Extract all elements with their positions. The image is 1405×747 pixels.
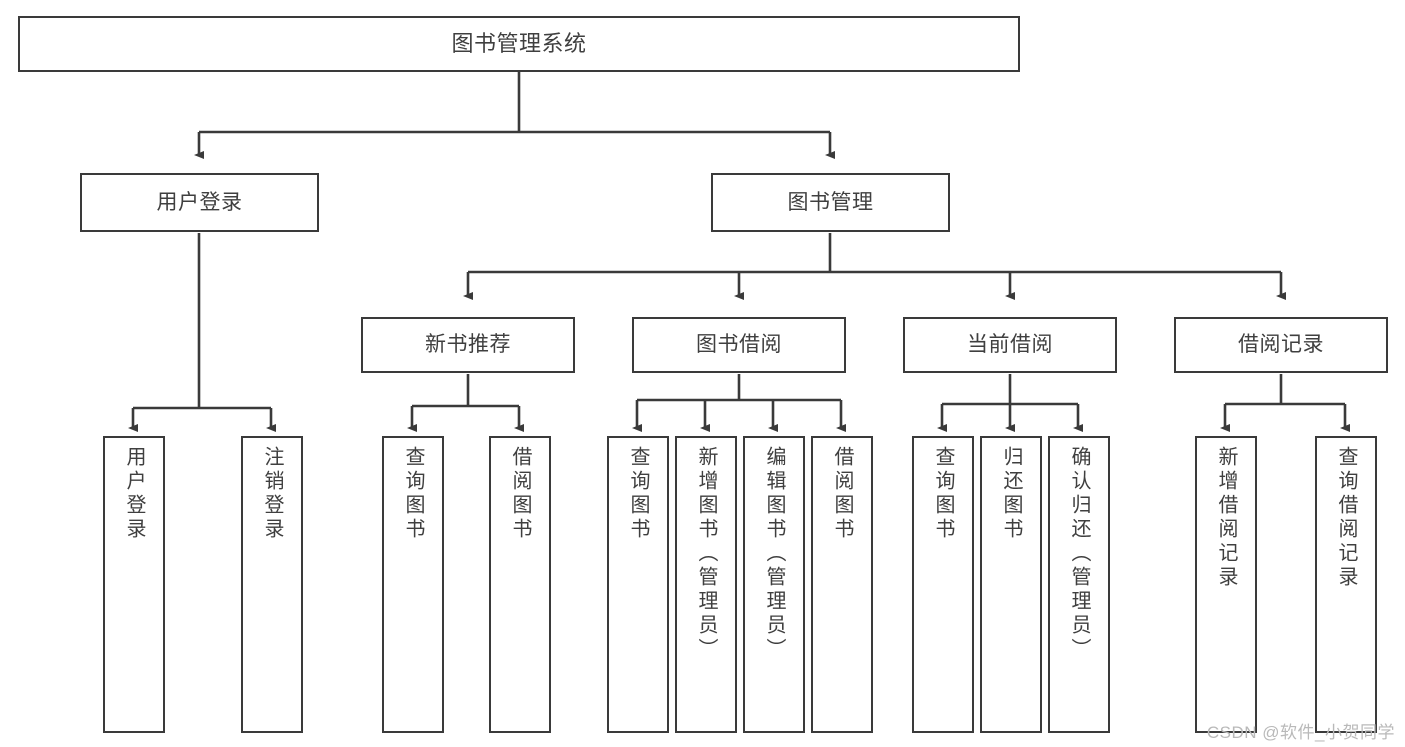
- leaf-label: 确认归还（管理员）: [1068, 446, 1090, 662]
- leaf-current-borrow-return[interactable]: 归还图书: [980, 436, 1042, 733]
- leaf-label: 新增图书（管理员）: [695, 446, 717, 662]
- leaf-user-login-login[interactable]: 用户登录: [103, 436, 165, 733]
- leaf-borrow-records-query[interactable]: 查询借阅记录: [1315, 436, 1377, 733]
- leaf-book-borrow-add[interactable]: 新增图书（管理员）: [675, 436, 737, 733]
- leaf-current-borrow-confirm[interactable]: 确认归还（管理员）: [1048, 436, 1110, 733]
- watermark-label: CSDN @软件_小贺同学: [1206, 723, 1395, 742]
- leaf-book-borrow-query[interactable]: 查询图书: [607, 436, 669, 733]
- leaf-label: 归还图书: [1000, 446, 1022, 542]
- leaf-user-login-logout[interactable]: 注销登录: [241, 436, 303, 733]
- leaf-label: 查询图书: [402, 446, 424, 542]
- leaf-label: 借阅图书: [831, 446, 853, 542]
- leaf-label: 查询图书: [932, 446, 954, 542]
- leaf-label: 用户登录: [123, 446, 145, 542]
- leaf-label: 借阅图书: [509, 446, 531, 542]
- leaf-label: 注销登录: [261, 446, 283, 542]
- leaf-book-borrow-edit[interactable]: 编辑图书（管理员）: [743, 436, 805, 733]
- leaf-new-books-borrow[interactable]: 借阅图书: [489, 436, 551, 733]
- leaf-new-books-query[interactable]: 查询图书: [382, 436, 444, 733]
- leaf-label: 查询借阅记录: [1335, 446, 1357, 590]
- node-root[interactable]: 图书管理系统: [18, 16, 1020, 72]
- leaf-label: 查询图书: [627, 446, 649, 542]
- node-book-management[interactable]: 图书管理: [711, 173, 950, 232]
- node-current-borrow[interactable]: 当前借阅: [903, 317, 1117, 373]
- leaf-label: 新增借阅记录: [1215, 446, 1237, 590]
- leaf-current-borrow-query[interactable]: 查询图书: [912, 436, 974, 733]
- node-borrow-records[interactable]: 借阅记录: [1174, 317, 1388, 373]
- leaf-label: 编辑图书（管理员）: [763, 446, 785, 662]
- leaf-book-borrow-borrow[interactable]: 借阅图书: [811, 436, 873, 733]
- node-new-book-recommend[interactable]: 新书推荐: [361, 317, 575, 373]
- leaf-borrow-records-add[interactable]: 新增借阅记录: [1195, 436, 1257, 733]
- node-user-login[interactable]: 用户登录: [80, 173, 319, 232]
- node-book-borrow[interactable]: 图书借阅: [632, 317, 846, 373]
